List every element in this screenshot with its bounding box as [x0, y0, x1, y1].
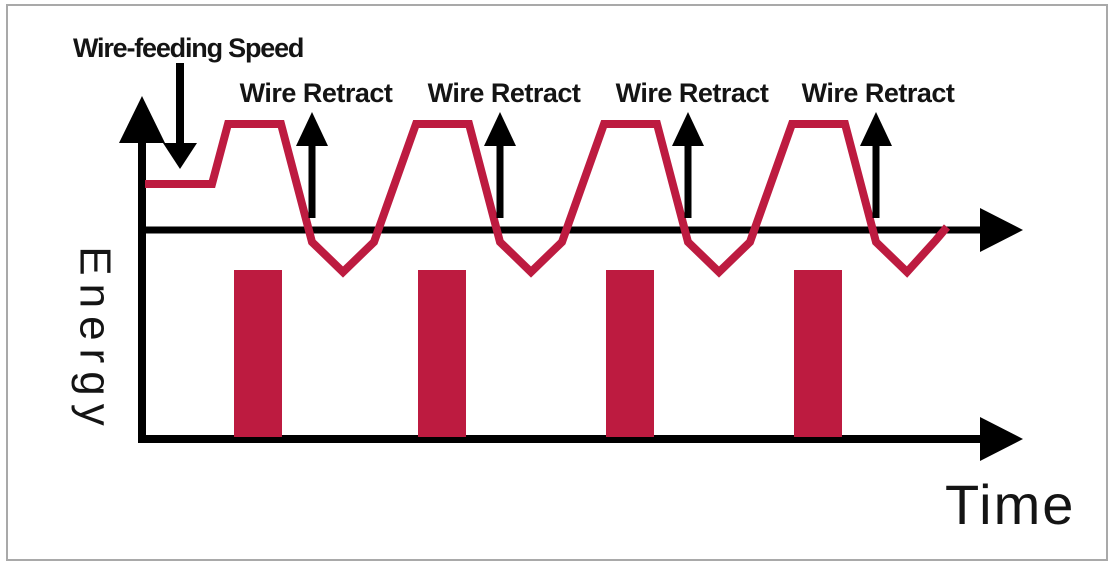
upper-time-axis: [138, 208, 1023, 252]
energy-pulse-bar: [606, 270, 654, 437]
energy-axis: [119, 96, 165, 443]
energy-pulse-bar: [418, 270, 466, 437]
lower-time-axis: [138, 417, 1023, 461]
down-arrow-head: [163, 143, 197, 169]
wire-retract-arrow: [860, 112, 892, 218]
wire-retract-label: Wire Retract: [802, 78, 955, 108]
lower-time-axis-arrowhead: [980, 417, 1023, 461]
time-axis-label: Time: [945, 473, 1075, 536]
up-arrow-head: [860, 112, 892, 146]
energy-axis-arrowhead: [119, 96, 165, 143]
energy-axis-label: Energy: [70, 246, 119, 433]
energy-pulse-bar: [794, 270, 842, 437]
wire-feeding-speed-label: Wire-feeding Speed: [73, 33, 303, 63]
up-arrow-head: [484, 112, 516, 146]
upper-time-axis-arrowhead: [980, 208, 1023, 252]
wire-retract-label: Wire Retract: [240, 78, 393, 108]
wire-retract-label: Wire Retract: [616, 78, 769, 108]
up-arrow-head: [672, 112, 704, 146]
energy-pulse-bar: [234, 270, 282, 437]
wire-retract-label: Wire Retract: [428, 78, 581, 108]
wire-feeding-speed-arrow: [163, 63, 197, 169]
wire-retract-arrow: [296, 112, 328, 218]
wire-retract-arrow: [672, 112, 704, 218]
figure-border: [6, 4, 1108, 561]
wire-feeding-speed-curve: [145, 120, 951, 278]
wire-retract-arrow: [484, 112, 516, 218]
up-arrow-head: [296, 112, 328, 146]
